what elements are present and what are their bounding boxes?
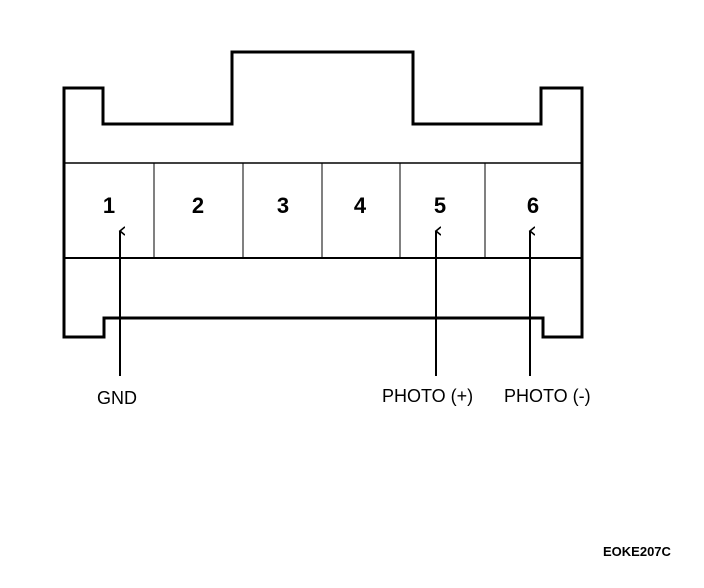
photo-minus-label: PHOTO (-) bbox=[504, 386, 591, 406]
pin-1-number: 1 bbox=[103, 193, 115, 218]
connector-housing-outline bbox=[62, 50, 584, 339]
pin-6-number: 6 bbox=[527, 193, 539, 218]
photo-plus-label: PHOTO (+) bbox=[382, 386, 473, 406]
pin-2-number: 2 bbox=[192, 193, 204, 218]
pin-4-number: 4 bbox=[354, 193, 367, 218]
gnd-label: GND bbox=[97, 388, 137, 408]
pin-cell-dividers bbox=[153, 163, 486, 258]
pin-3-number: 3 bbox=[277, 193, 289, 218]
pin-5-number: 5 bbox=[434, 193, 446, 218]
figure-code: EOKE207C bbox=[603, 544, 672, 559]
